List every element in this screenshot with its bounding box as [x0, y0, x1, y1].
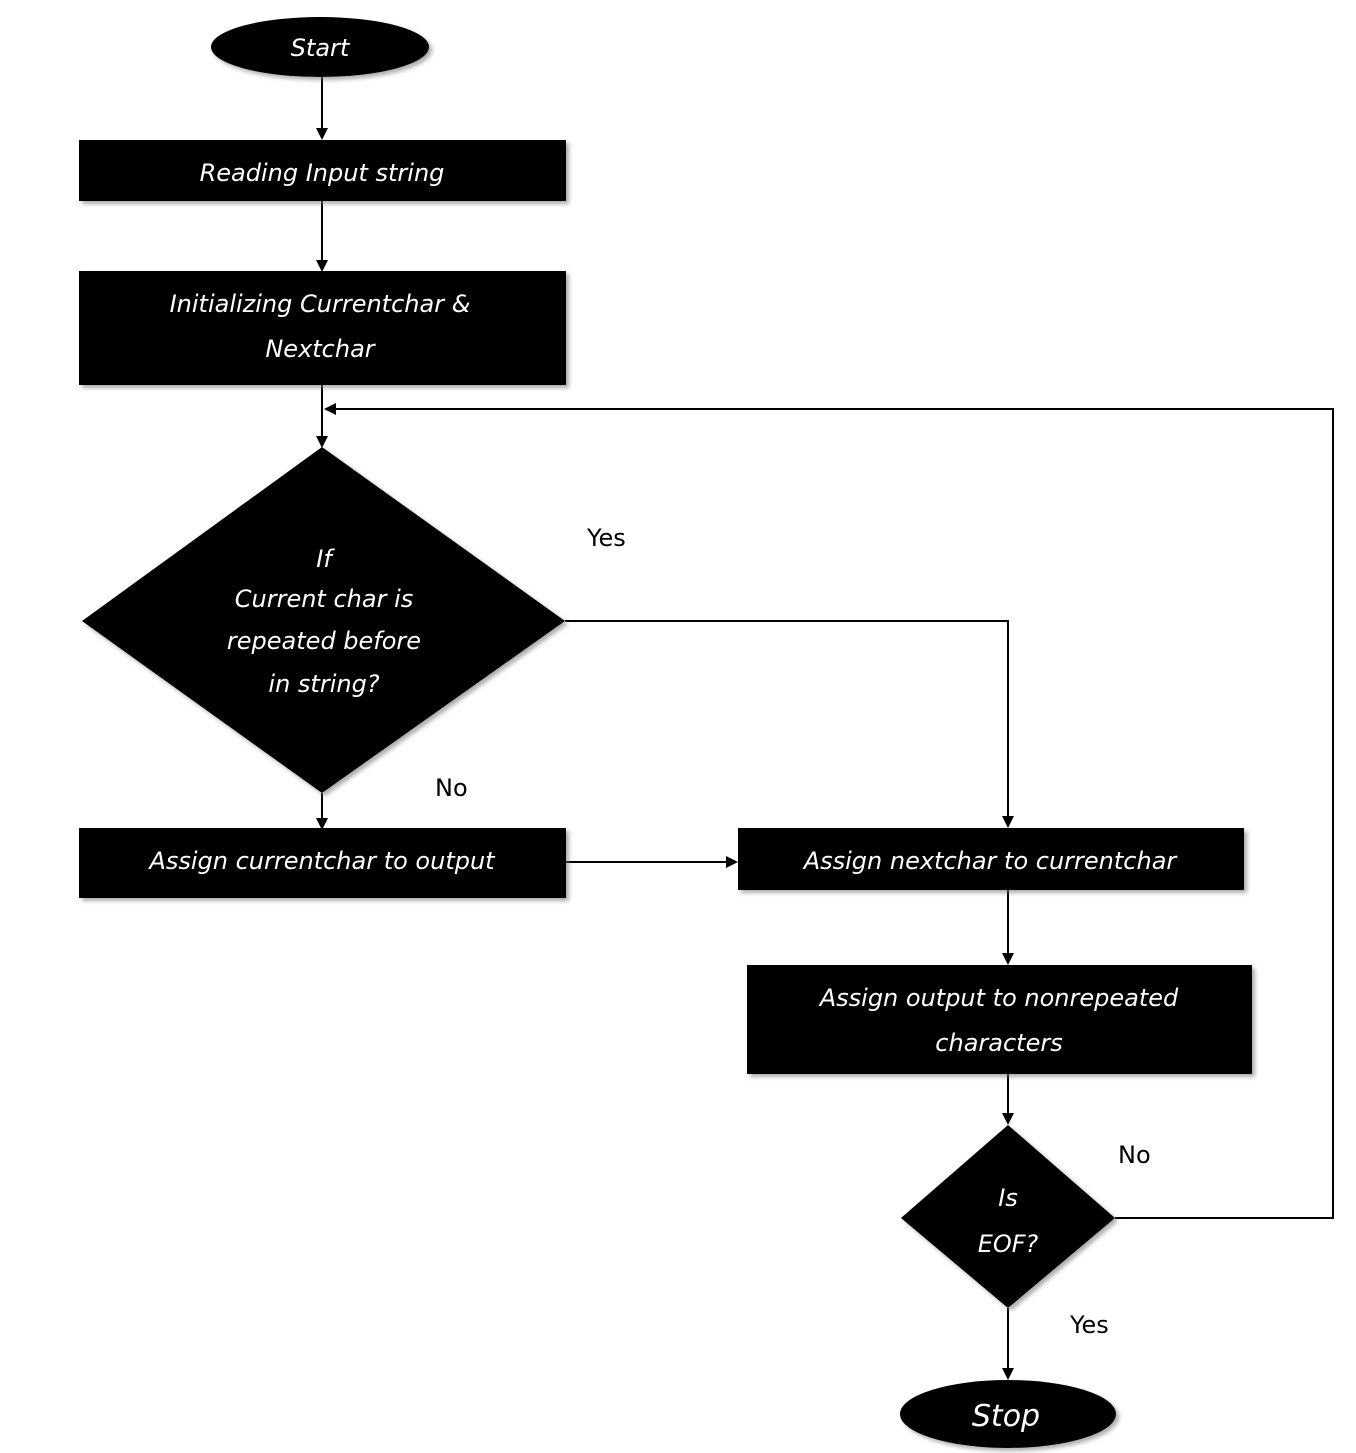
- repeat-decision-line3: repeated before: [227, 627, 421, 655]
- start-label: Start: [291, 34, 351, 62]
- init-process: [79, 271, 566, 385]
- edge-label-repeat-no: No: [435, 774, 468, 802]
- stop-label: Stop: [972, 1399, 1040, 1434]
- assign-current-output-process: [79, 828, 566, 898]
- repeat-decision-line4: in string?: [268, 670, 379, 698]
- eof-decision-line2: EOF?: [978, 1230, 1039, 1258]
- edge-decision-yes-to-assign-next: [565, 620, 1014, 828]
- eof-decision: [901, 1125, 1115, 1308]
- assign-current-output-label: Assign currentchar to output: [147, 847, 496, 875]
- edge-label-repeat-yes: Yes: [586, 524, 626, 552]
- read-input-process: [79, 140, 566, 201]
- stop-terminator: [900, 1380, 1116, 1448]
- start-terminator: [211, 17, 429, 77]
- assign-output-line2: characters: [935, 1029, 1062, 1057]
- assign-next-current-label: Assign nextchar to currentchar: [802, 847, 1179, 875]
- repeat-decision: [82, 447, 565, 793]
- eof-decision-line1: Is: [998, 1184, 1018, 1212]
- repeat-decision-line2: Current char is: [235, 585, 414, 613]
- init-label-line2: Nextchar: [265, 335, 376, 363]
- edge-label-eof-no: No: [1118, 1141, 1151, 1169]
- edge-label-eof-yes: Yes: [1069, 1311, 1109, 1339]
- assign-output-nonrepeated-process: [747, 965, 1252, 1074]
- repeat-decision-line1: If: [316, 545, 335, 573]
- assign-output-line1: Assign output to nonrepeated: [818, 984, 1179, 1012]
- read-input-label: Reading Input string: [200, 159, 445, 187]
- init-label-line1: Initializing Currentchar &: [170, 290, 471, 318]
- edge-eof-no-loop-back: [324, 403, 1334, 1219]
- assign-next-current-process: [738, 828, 1244, 890]
